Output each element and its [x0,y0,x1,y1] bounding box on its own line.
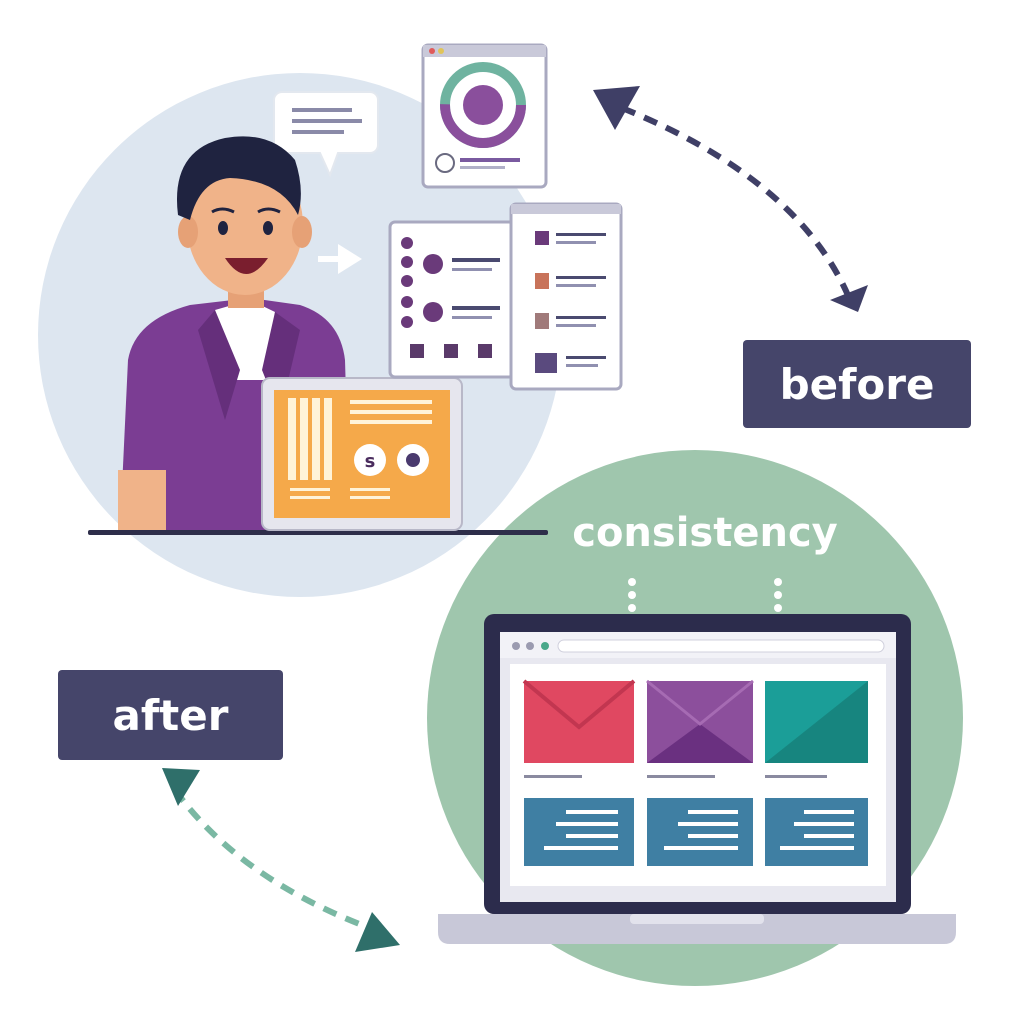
card-blue-3 [765,798,868,866]
right-list-window [509,202,623,391]
after-label: after [58,670,283,760]
consistency-label: consistency [572,510,838,556]
arrow-right-icon [318,244,362,274]
card-blue-1 [524,798,634,866]
after-double-arrow-icon [162,768,400,952]
top-ui-window [421,43,548,189]
orange-tablet: s [261,377,463,531]
card-red [522,679,636,778]
card-teal [765,681,868,778]
before-double-arrow-icon [593,86,868,312]
laptop-illustration [438,614,956,944]
card-blue-2 [647,798,753,866]
person-illustration [118,136,350,530]
desk-line [88,530,548,535]
tablet-badge-text: s [365,451,376,472]
before-label: before [743,340,971,428]
card-purple [646,679,754,778]
middle-list-window [388,220,516,379]
speech-bubble-icon [273,91,379,178]
